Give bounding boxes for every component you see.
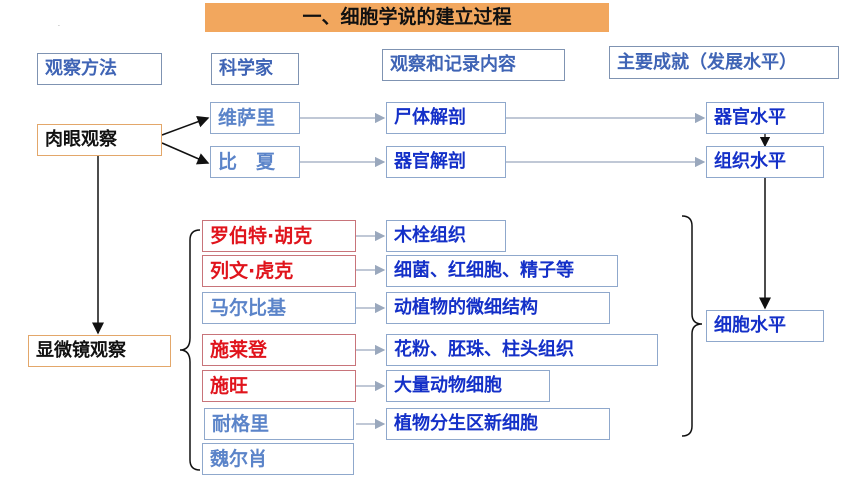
arrow-naked-to-bichat [161,142,210,165]
right-brace [681,215,703,437]
level-organ: 器官水平 [706,102,824,134]
scientist-malpighi: 马尔比基 [202,292,356,324]
content-organ-dissection: 器官解剖 [386,146,506,178]
scientist-hooke: 罗伯特·胡克 [202,220,356,252]
header-achievement: 主要成就（发展水平） [609,46,839,79]
scientist-leeuwenhoek: 列文·虎克 [202,255,356,287]
scientist-vesalius: 维萨里 [210,102,300,134]
header-content: 观察和记录内容 [382,49,565,81]
left-brace [179,229,201,471]
method-naked-eye: 肉眼观察 [37,124,162,156]
method-microscope: 显微镜观察 [28,335,171,367]
content-microstructure: 动植物的微细结构 [386,292,610,324]
level-cell: 细胞水平 [706,310,824,342]
scientist-nageli: 耐格里 [204,408,354,440]
scientist-bichat: 比 夏 [210,146,300,178]
dot-mark: . [58,21,60,28]
header-scientist: 科学家 [211,53,299,85]
content-bacteria-cells: 细菌、红细胞、精子等 [386,255,618,287]
content-pollen-tissue: 花粉、胚珠、柱头组织 [386,334,658,366]
header-method: 观察方法 [37,53,162,85]
scientist-schwann: 施旺 [202,370,356,402]
scientist-schleiden: 施莱登 [202,334,356,366]
content-meristem-cells: 植物分生区新细胞 [386,408,610,440]
content-body-dissection: 尸体解剖 [386,102,506,134]
level-tissue: 组织水平 [706,146,824,178]
arrow-naked-to-vesalius [161,116,210,136]
content-animal-cells: 大量动物细胞 [386,370,550,402]
content-cork-tissue: 木栓组织 [386,220,506,252]
scientist-virchow: 魏尔肖 [202,443,354,475]
page-title: 一、细胞学说的建立过程 [205,3,609,32]
